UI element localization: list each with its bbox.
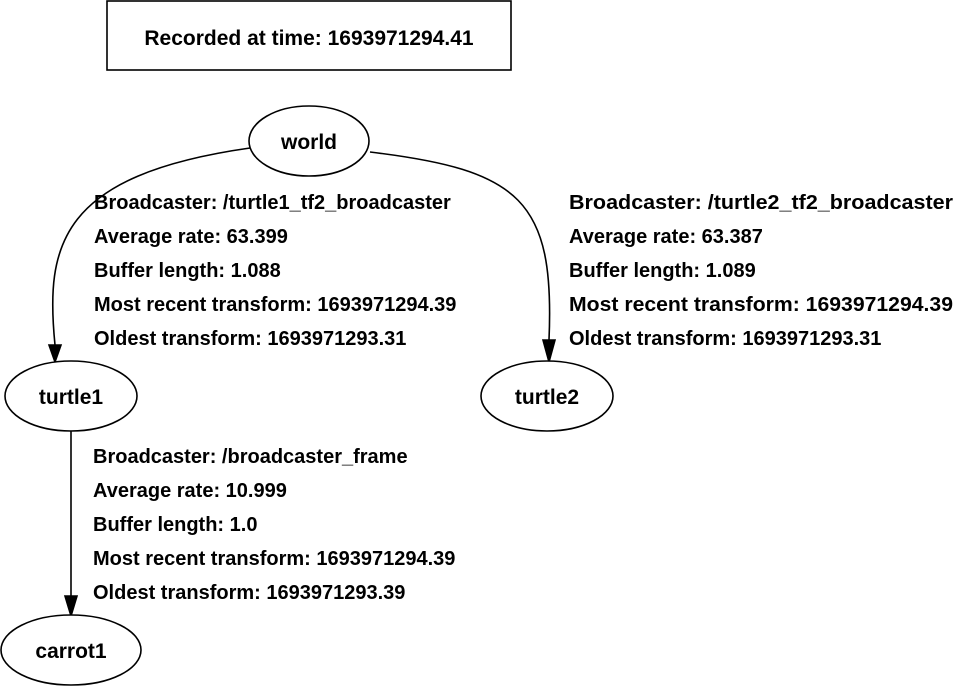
- edge-turtle1-carrot1-arrowhead: [63, 595, 79, 619]
- recorded-time-label: Recorded at time: 1693971294.41: [144, 27, 474, 50]
- edge-label-most-recent-transform: Most recent transform: 1693971294.39: [569, 294, 953, 316]
- node-carrot1: carrot1: [0, 614, 142, 686]
- recorded-time-box: Recorded at time: 1693971294.41: [106, 0, 512, 71]
- edge-label-world-turtle1: Broadcaster: /turtle1_tf2_broadcaster Av…: [94, 192, 456, 350]
- edge-label-average-rate: Average rate: 63.387: [569, 226, 763, 248]
- edge-label-buffer-length: Buffer length: 1.0: [93, 514, 257, 536]
- edge-world-turtle2-arrowhead: [541, 339, 557, 366]
- node-carrot1-ellipse: [0, 614, 142, 686]
- edge-label-most-recent-transform: Most recent transform: 1693971294.39: [93, 548, 455, 570]
- recorded-time-frame: [106, 0, 512, 71]
- edge-label-world-turtle2: Broadcaster: /turtle2_tf2_broadcaster Av…: [569, 192, 953, 350]
- node-turtle1-ellipse: [4, 360, 138, 432]
- edge-label-average-rate: Average rate: 63.399: [94, 226, 288, 248]
- node-turtle2-label: turtle2: [515, 386, 579, 409]
- node-turtle2-ellipse: [480, 360, 614, 432]
- edge-world-turtle1-line: [51, 147, 251, 346]
- node-turtle1-label: turtle1: [39, 386, 104, 409]
- edge-label-turtle1-carrot1: Broadcaster: /broadcaster_frame Average …: [93, 446, 455, 604]
- node-carrot1-label: carrot1: [35, 640, 107, 663]
- edge-label-buffer-length: Buffer length: 1.088: [94, 260, 281, 282]
- node-world-ellipse: [248, 105, 370, 177]
- edge-label-broadcaster: Broadcaster: /turtle1_tf2_broadcaster: [94, 192, 451, 214]
- edge-turtle1-carrot1: [63, 430, 79, 619]
- edge-world-turtle1-arrowhead: [47, 344, 63, 365]
- node-world-label: world: [280, 131, 337, 154]
- edge-label-broadcaster: Broadcaster: /turtle2_tf2_broadcaster: [569, 192, 953, 214]
- edge-label-most-recent-transform: Most recent transform: 1693971294.39: [94, 294, 456, 316]
- edge-label-average-rate: Average rate: 10.999: [93, 480, 287, 502]
- edge-label-oldest-transform: Oldest transform: 1693971293.31: [569, 328, 881, 350]
- node-turtle1: turtle1: [4, 360, 138, 432]
- edge-world-turtle2: [369, 151, 557, 366]
- edge-label-buffer-length: Buffer length: 1.089: [569, 260, 756, 282]
- edge-label-oldest-transform: Oldest transform: 1693971293.39: [93, 582, 405, 604]
- node-world: world: [248, 105, 370, 177]
- edge-world-turtle2-line: [369, 151, 551, 341]
- edge-label-broadcaster: Broadcaster: /broadcaster_frame: [93, 446, 408, 468]
- edge-world-turtle1: [47, 147, 251, 365]
- node-turtle2: turtle2: [480, 360, 614, 432]
- edge-label-oldest-transform: Oldest transform: 1693971293.31: [94, 328, 406, 350]
